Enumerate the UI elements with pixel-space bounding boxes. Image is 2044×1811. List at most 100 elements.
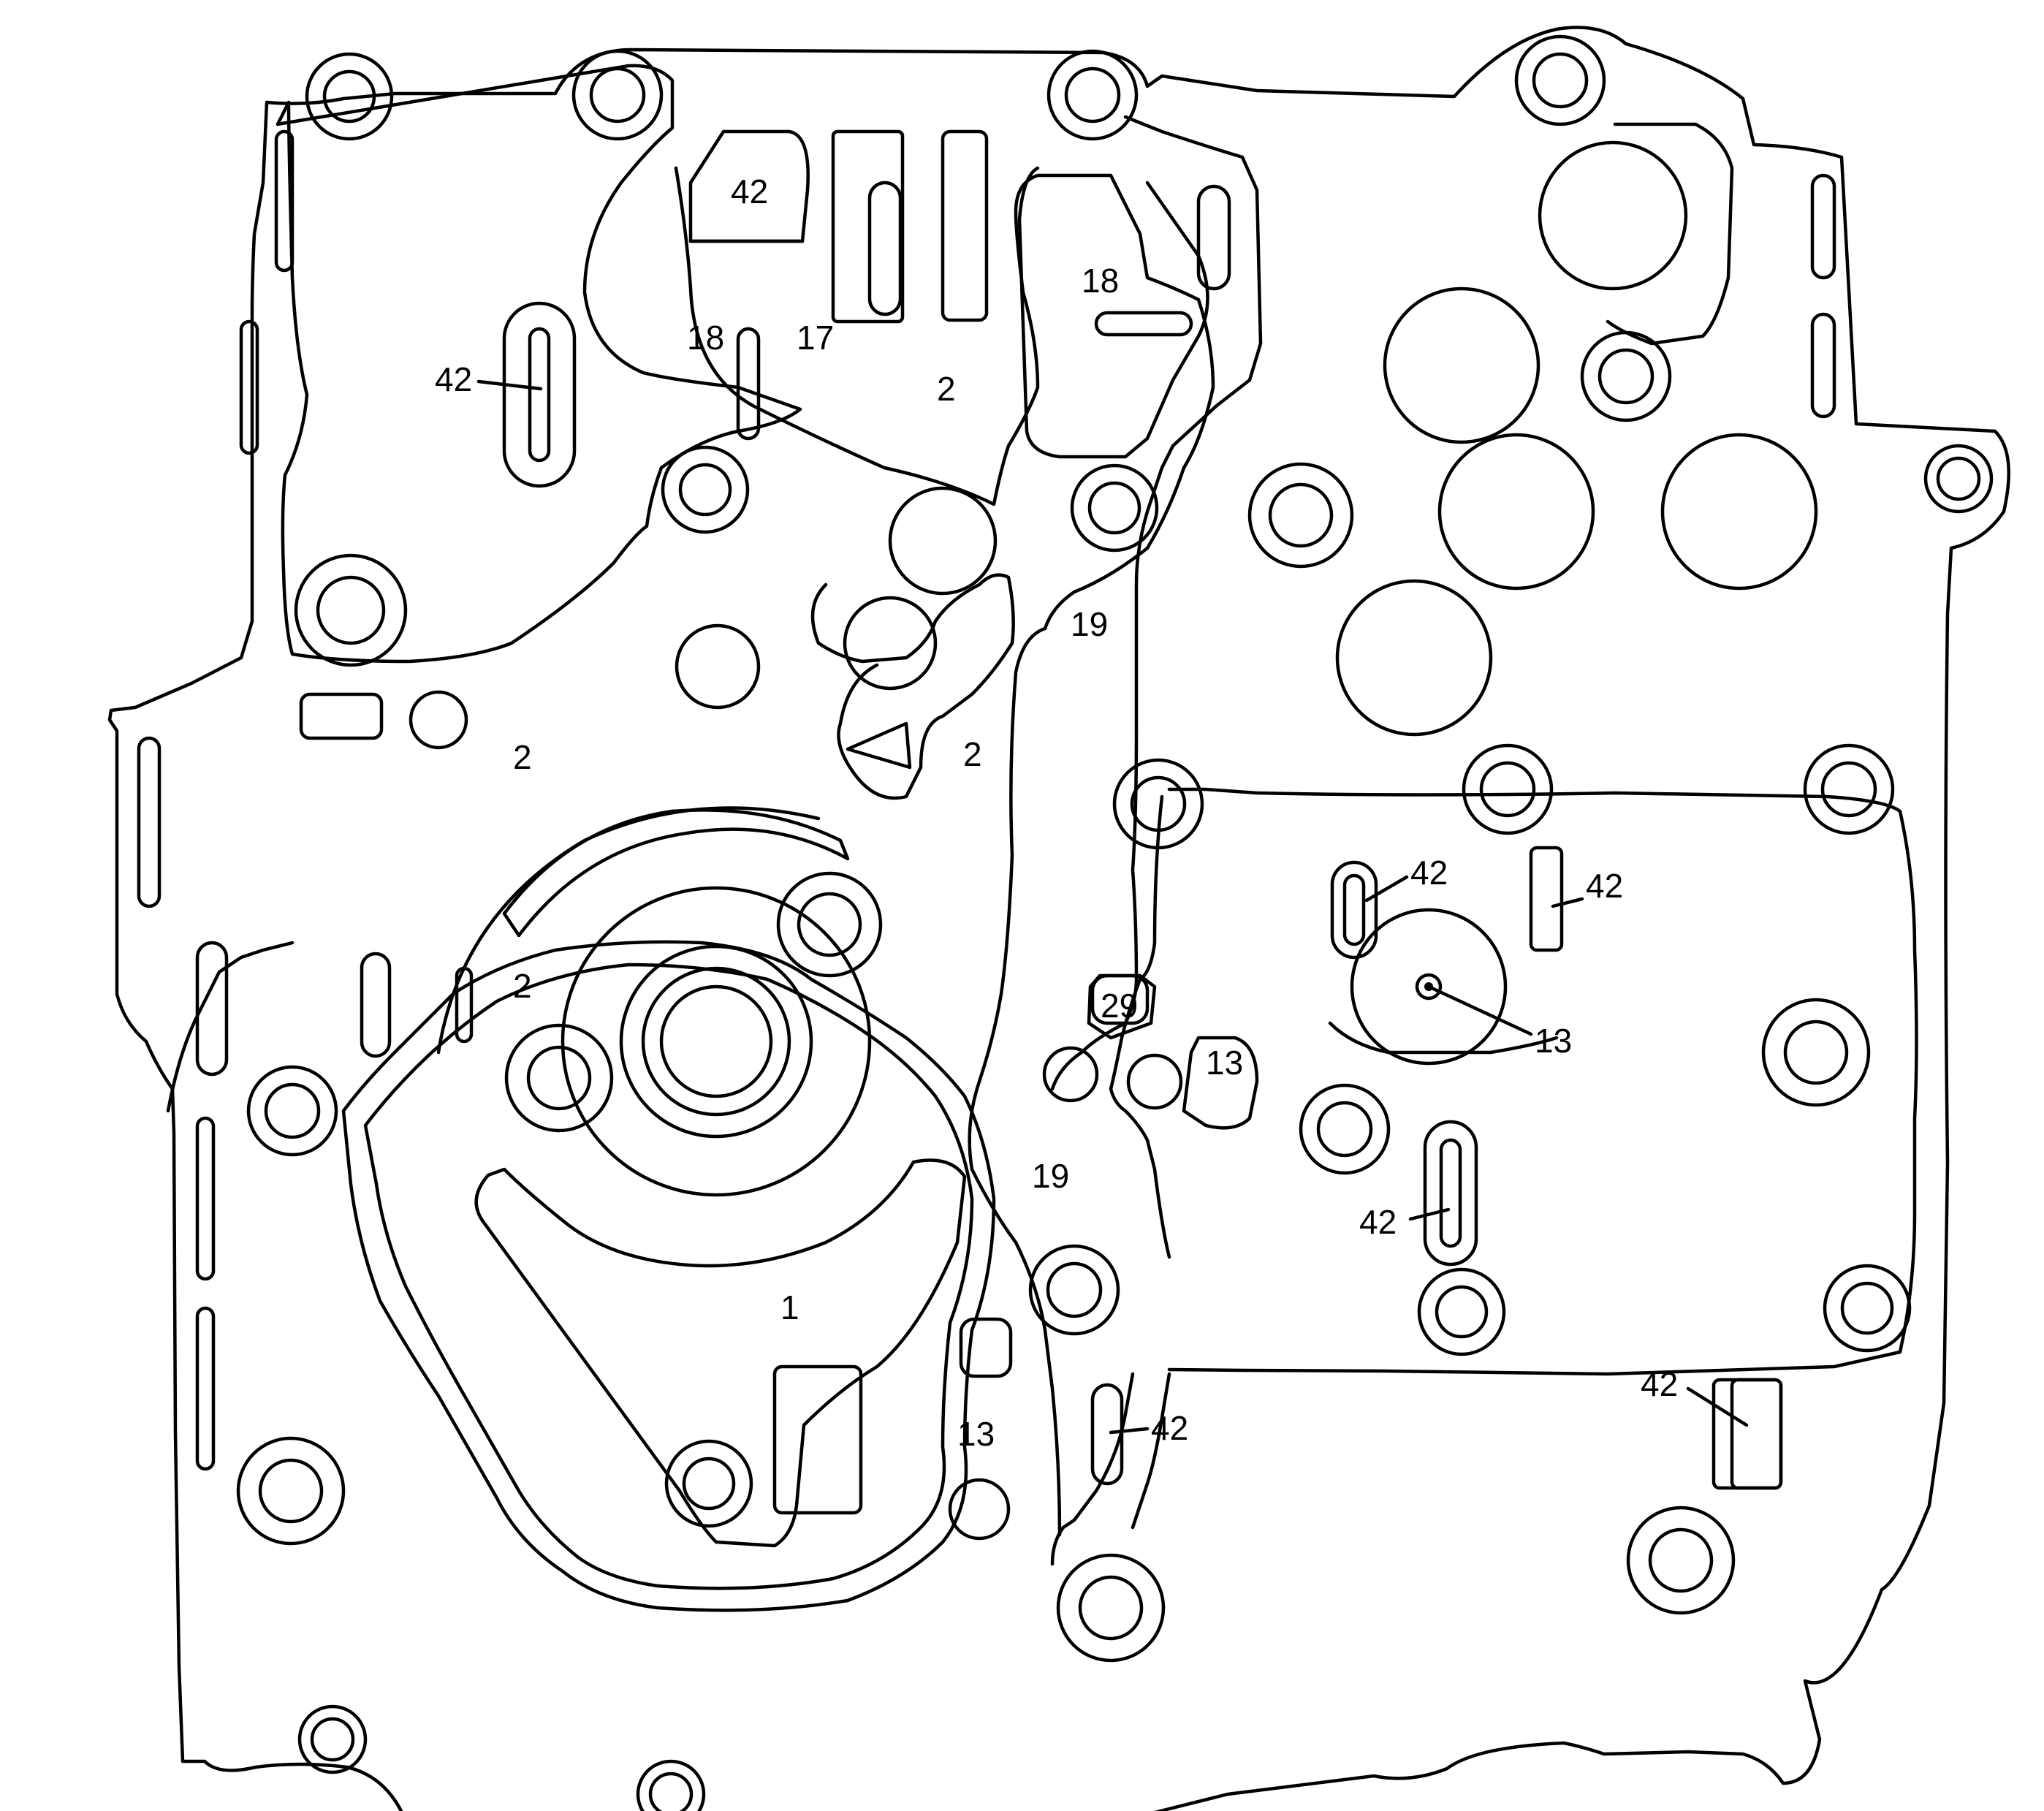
bolt-hole-6-outer [1923, 444, 1994, 514]
large-hole-a [888, 486, 998, 596]
bolt-hole-20-inner [1046, 1261, 1103, 1318]
label-18-left: 18 [687, 319, 724, 357]
leader-13a [1426, 984, 1533, 1036]
bolt-hole-8-outer [1070, 463, 1159, 553]
slot-11 [137, 736, 162, 908]
bolt-hole-1-inner [322, 69, 376, 124]
gasket-channel-outline-2 [674, 166, 1215, 1537]
bolt-hole-5-outer [1580, 330, 1672, 422]
small-hole-c [1042, 1046, 1099, 1103]
slot-3 [502, 301, 577, 488]
bolt-hole-24-inner [682, 1457, 736, 1511]
leader-13a-dot [1424, 982, 1433, 991]
bolt-hole-29-inner [648, 1772, 694, 1811]
label-42-pocket: 42 [731, 172, 768, 210]
bolt-hole-22-inner [1840, 1281, 1894, 1335]
bolt-hole-15-inner [797, 892, 862, 957]
bolt-hole-15-outer [776, 871, 883, 978]
slot-21 [1711, 1378, 1783, 1490]
slot-19 [1423, 1120, 1478, 1267]
bolt-hole-8-inner [1087, 481, 1141, 535]
bolt-hole-9-inner [1268, 482, 1334, 548]
slot-20 [1090, 1383, 1124, 1486]
gasket-channel-outline-1 [276, 64, 802, 664]
label-42-lower-center: 42 [1359, 1203, 1397, 1241]
label-13-right: 13 [1535, 1022, 1572, 1060]
bolt-hole-21-outer [1417, 1267, 1506, 1356]
callout-leaders [476, 379, 1749, 1435]
slot-23 [959, 1317, 1013, 1378]
bolt-hole-19-inner [1316, 1101, 1373, 1158]
pocket-18 [1017, 166, 1209, 459]
leader-42g [1686, 1386, 1749, 1427]
bolt-hole-7-outer [661, 445, 750, 534]
label-13-pocket: 13 [1206, 1044, 1243, 1082]
bolt-holes [236, 34, 1994, 1811]
slot-16 [195, 1306, 216, 1471]
bolt-hole-20-outer [1028, 1244, 1120, 1336]
pocket-1 [474, 1158, 967, 1548]
label-13-lower: 13 [957, 1415, 995, 1453]
bolt-hole-23-inner [258, 1458, 324, 1524]
label-42-upper-left: 42 [435, 360, 472, 398]
bolt-hole-17-inner [264, 1082, 321, 1139]
slot-19-inner [1439, 1138, 1462, 1248]
bolt-hole-24-outer [664, 1439, 753, 1528]
bolt-hole-11-outer [409, 690, 468, 750]
bolt-hole-29-outer [636, 1759, 706, 1811]
bolt-hole-13-outer [1462, 743, 1554, 835]
bolt-hole-21-inner [1435, 1285, 1489, 1339]
slot-8 [1810, 173, 1836, 280]
bolt-hole-3-inner [1064, 67, 1121, 124]
bolt-hole-18-inner [1783, 1020, 1849, 1085]
bolt-hole-28-inner [310, 1717, 355, 1762]
bolt-hole-4-inner [1532, 52, 1589, 109]
label-2-left: 2 [513, 738, 532, 776]
slot-15 [195, 1116, 216, 1281]
label-17: 17 [797, 319, 834, 357]
gasket-channel-outline-7 [1131, 1372, 1171, 1530]
slot-3-inner [528, 327, 551, 463]
bolt-hole-19-outer [1299, 1083, 1391, 1175]
slots [137, 129, 1836, 1515]
leader-42d [1551, 897, 1584, 908]
small-hole-a [675, 623, 761, 710]
plate-outer-outline [107, 26, 2010, 1811]
large-hole-d [1660, 433, 1818, 591]
bore-ring-1 [561, 886, 872, 1197]
slot-10 [299, 692, 384, 740]
gasket-channel-outline-11 [1328, 1021, 1559, 1055]
bolt-hole-3-outer [1046, 49, 1139, 141]
bolt-hole-26-outer [1056, 1553, 1166, 1663]
bolt-hole-27-outer [1626, 1506, 1736, 1615]
slot-25 [941, 129, 989, 322]
bolt-hole-25-outer [948, 1478, 1011, 1541]
bore-arc-slot [502, 808, 850, 938]
bolt-hole-14-outer [1803, 743, 1895, 835]
gasket-channel-outline-9 [363, 963, 974, 1590]
slot-18 [1529, 846, 1564, 952]
bolt-hole-14-inner [1820, 761, 1877, 818]
large-hole-c [1437, 433, 1595, 591]
large-holes [675, 140, 1818, 1110]
bolt-hole-28-outer [297, 1704, 368, 1774]
label-18-right: 18 [1082, 262, 1119, 300]
label-29: 29 [1101, 987, 1138, 1025]
bolt-hole-26-inner [1078, 1575, 1144, 1641]
bolt-hole-4-outer [1514, 34, 1606, 126]
slot-2 [239, 319, 259, 455]
label-2-lower: 2 [513, 967, 532, 1005]
label-1: 1 [780, 1288, 799, 1326]
bolt-hole-6-inner [1936, 456, 1981, 501]
bolt-hole-10-inner [316, 575, 386, 645]
slot-5 [736, 327, 761, 441]
small-hole-d [1126, 1053, 1183, 1110]
bolt-hole-2-outer [571, 49, 664, 141]
bore-ring-4 [659, 984, 773, 1098]
leader-42f [1109, 1427, 1150, 1435]
bore-arc-outer [436, 806, 821, 1055]
bolt-hole-22-outer [1823, 1264, 1912, 1353]
slot-9 [1810, 312, 1836, 419]
